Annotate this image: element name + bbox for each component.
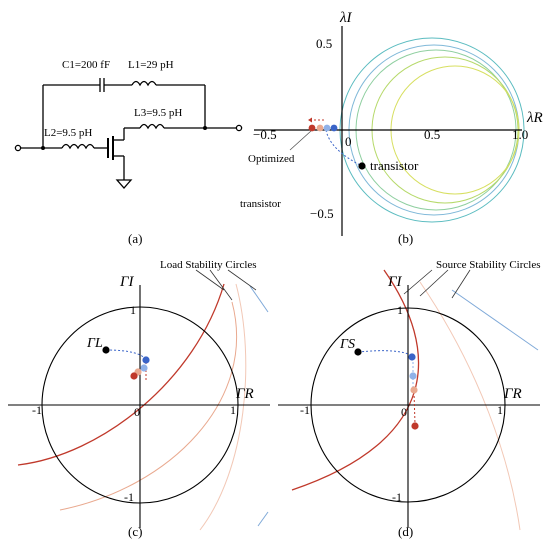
tick-y-bot: −0.5 [310,206,334,221]
load-tick-right: 1 [230,403,236,417]
tick-x-zero: 0 [345,134,352,149]
source-trajectory-red [413,391,416,425]
source-trajectory [357,350,413,357]
panel-b-plot [254,26,525,236]
output-terminal [235,124,243,132]
label-l2: L2=9.5 pH [44,127,92,139]
load-axis-label-i: ΓI [119,274,135,290]
dot-transistor [358,162,366,170]
load-stability-arc-blue-bottom [257,511,269,527]
load-callout-1 [195,269,225,291]
ground-symbol [115,179,133,189]
source-tick-right: 1 [497,403,503,417]
panel-c-plot [8,269,270,531]
load-stability-arc-blue-top [249,285,269,313]
source-stability-arc-blue [451,289,539,351]
dot-mid-1 [316,124,324,132]
label-transistor-main: transistor [370,158,419,173]
inductor-l2 [61,143,95,150]
tick-x-one: 1.0 [512,127,528,142]
label-optimized: Optimized [248,153,295,165]
load-callout-3 [227,269,257,291]
label-transistor-secondary: transistor [240,198,281,210]
source-point-gamma-s [354,348,362,356]
source-title: Source Stability Circles [436,259,540,271]
load-axis-label-r: ΓR [235,386,254,402]
panel-c-label: (c) [128,524,142,539]
load-tick-top: 1 [130,303,136,317]
inductor-l1 [131,80,157,87]
load-callout-2 [209,269,233,301]
dot-start [330,124,338,132]
source-callout-3 [451,269,471,299]
panel-a-label: (a) [128,231,142,246]
load-stability-arc-pale [199,283,247,531]
load-point-gamma-l [102,346,110,354]
panel-b-label: (b) [398,231,413,246]
load-dot-mid-1 [140,364,148,372]
source-callout-2 [419,269,449,297]
optimize-arrowhead [308,117,312,123]
source-tick-bottom: -1 [392,490,402,504]
dot-mid-2 [323,124,331,132]
source-point-label: ΓS [339,337,355,352]
panel-d-label: (d) [398,524,413,539]
load-tick-bottom: -1 [124,490,134,504]
tick-y-top: 0.5 [316,36,332,51]
panel-a-circuit [14,78,243,189]
source-axis-label-i: ΓI [387,274,403,290]
load-tick-left: -1 [32,403,42,417]
source-callout-1 [403,269,433,295]
source-tick-left: -1 [300,403,310,417]
tick-x-left: −0.5 [253,127,277,142]
source-axis-label-r: ΓR [503,386,522,402]
source-tick-zero: 0 [401,405,407,419]
axis-label-lambda-r: λR [526,110,543,126]
optimized-callout [289,130,312,151]
load-stability-arc-red [17,283,225,466]
panel-d-plot [278,269,540,531]
load-title: Load Stability Circles [160,259,257,271]
source-dot-mid-1 [409,372,417,380]
node-output [203,126,207,130]
inductor-l3 [139,123,165,130]
dot-optimized [308,124,316,132]
load-tick-zero: 0 [134,405,140,419]
source-dot-optimized [411,422,419,430]
tick-x-half: 0.5 [424,127,440,142]
source-tick-top: 1 [397,303,403,317]
load-point-label: ΓL [86,336,103,351]
label-l1: L1=29 pH [128,59,174,71]
load-dot-start [142,356,150,364]
source-dot-mid-2 [410,386,418,394]
load-dot-optimized [130,372,138,380]
load-stability-arc-salmon [59,301,238,511]
input-terminal [14,144,22,152]
label-l3: L3=9.5 pH [134,107,182,119]
label-c1: C1=200 fF [62,59,110,71]
source-stability-arc-pale [419,281,521,531]
axis-label-lambda-i: λI [339,10,352,26]
source-dot-start [408,353,416,361]
